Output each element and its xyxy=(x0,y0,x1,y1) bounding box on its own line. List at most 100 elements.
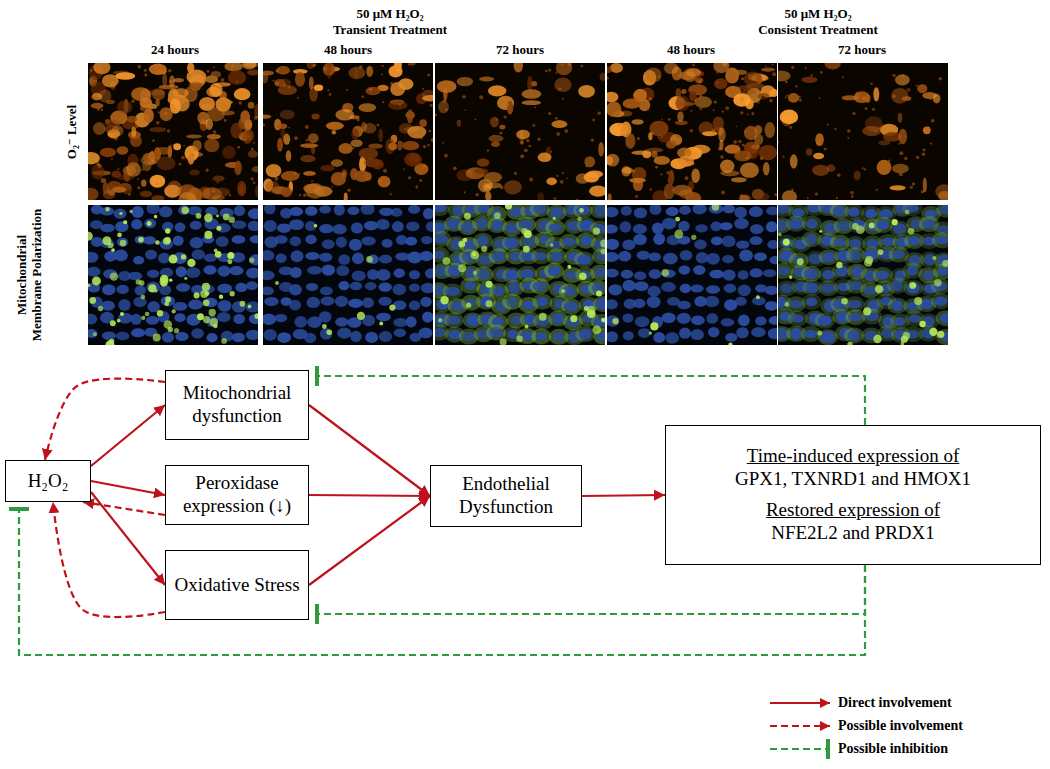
speckle xyxy=(717,82,719,84)
speckle xyxy=(635,195,638,198)
nucleus xyxy=(116,332,129,341)
nucleus xyxy=(735,297,747,306)
nucleus xyxy=(289,284,302,295)
cell-fluorescence xyxy=(286,150,291,162)
cell-fluorescence xyxy=(263,71,274,76)
green-aggregate xyxy=(674,230,683,239)
nucleus xyxy=(506,297,518,307)
green-aggregate xyxy=(756,295,760,299)
nucleus xyxy=(305,252,319,260)
treatment-header: 50 μM H₂O₂ xyxy=(784,7,851,22)
cell-fluorescence xyxy=(159,85,179,90)
green-aggregate xyxy=(650,322,658,330)
nucleus xyxy=(806,219,818,229)
cell-fluorescence xyxy=(422,95,433,101)
speckle xyxy=(294,172,297,175)
nucleus xyxy=(186,267,200,278)
green-aggregate xyxy=(778,233,782,237)
speckle xyxy=(167,129,170,132)
speckle xyxy=(875,130,877,132)
cell-fluorescence xyxy=(361,122,367,132)
mitochondria-stain xyxy=(459,249,479,265)
nucleus xyxy=(607,252,619,262)
nucleus xyxy=(549,207,563,218)
nucleus xyxy=(721,318,734,326)
nucleus xyxy=(722,255,734,263)
green-aggregate xyxy=(470,251,479,260)
cell-fluorescence xyxy=(906,88,911,92)
speckle xyxy=(685,176,689,180)
speckle xyxy=(922,152,926,156)
nucleus xyxy=(906,282,919,294)
nucleus xyxy=(725,333,737,342)
cell-fluorescence xyxy=(740,163,759,178)
speckle xyxy=(524,149,528,153)
speckle xyxy=(141,120,144,123)
green-aggregate xyxy=(141,316,145,320)
nucleus xyxy=(114,209,127,219)
nucleus xyxy=(307,266,322,275)
speckle xyxy=(719,132,723,136)
nucleus xyxy=(894,317,905,325)
cell-fluorescence xyxy=(751,144,760,149)
nucleus xyxy=(491,220,502,231)
speckle xyxy=(740,194,743,197)
mitochondria-stain xyxy=(590,205,605,219)
nucleus xyxy=(352,271,366,281)
nucleus xyxy=(848,330,860,341)
speckle xyxy=(493,135,495,137)
speckle xyxy=(313,63,316,66)
speckle xyxy=(562,98,564,100)
cell-fluorescence xyxy=(681,89,686,94)
speckle xyxy=(834,128,836,130)
speckle xyxy=(738,140,741,143)
nucleus xyxy=(766,221,777,232)
green-aggregate xyxy=(600,239,605,247)
nucleus xyxy=(322,239,335,249)
mitochondria-stain xyxy=(815,313,835,329)
mitochondria-stain xyxy=(444,312,464,328)
green-aggregate xyxy=(817,331,822,336)
nucleus xyxy=(720,222,733,230)
nucleus xyxy=(621,270,634,279)
mitochondria-stain xyxy=(932,232,948,248)
green-aggregate xyxy=(863,307,871,315)
speckle xyxy=(168,69,171,72)
cell-fluorescence xyxy=(305,183,324,199)
nucleus xyxy=(520,269,534,278)
speckle xyxy=(276,69,279,72)
cell-fluorescence xyxy=(409,63,416,66)
speckle xyxy=(468,170,470,172)
nucleus xyxy=(133,256,144,265)
speckle xyxy=(137,186,140,189)
nucleus xyxy=(338,254,350,265)
membrane-polarization-image xyxy=(778,205,948,345)
nucleus xyxy=(379,331,392,342)
nucleus xyxy=(739,250,753,262)
speckle xyxy=(288,127,290,129)
cell-fluorescence xyxy=(127,116,137,123)
mitochondria-stain xyxy=(590,221,605,237)
nucleus xyxy=(365,332,378,343)
nucleus xyxy=(696,252,709,264)
speckle xyxy=(444,154,448,158)
cell-fluorescence xyxy=(815,133,824,146)
cell-fluorescence xyxy=(150,175,166,188)
nucleus xyxy=(622,240,635,250)
green-aggregate xyxy=(184,277,187,280)
speckle xyxy=(204,79,207,82)
nucleus xyxy=(532,281,547,291)
nucleus xyxy=(159,206,173,217)
cell-fluorescence xyxy=(531,81,537,86)
green-aggregate xyxy=(139,280,144,285)
green-aggregate xyxy=(163,237,171,245)
nucleus xyxy=(535,332,546,340)
speckle xyxy=(534,106,536,108)
nucleus xyxy=(378,297,391,306)
nucleus xyxy=(562,286,576,296)
speckle xyxy=(720,155,724,159)
green-aggregate xyxy=(110,272,118,280)
cell-fluorescence xyxy=(100,148,116,158)
nucleus xyxy=(476,218,487,229)
nucleus xyxy=(319,205,331,213)
